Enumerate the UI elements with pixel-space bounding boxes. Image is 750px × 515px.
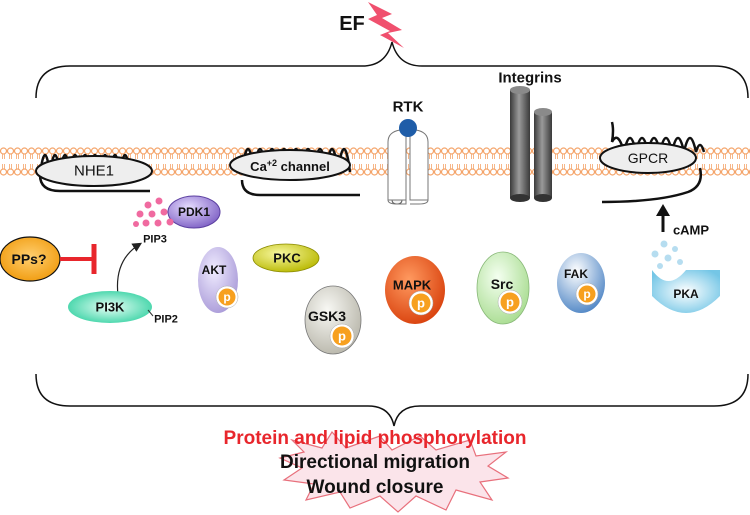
pip3-label: PIP3 bbox=[143, 233, 167, 246]
integrins bbox=[510, 86, 552, 202]
akt-phospho-label: p bbox=[223, 290, 231, 304]
starburst-shape bbox=[278, 430, 510, 513]
camp-label: cAMP bbox=[672, 222, 710, 238]
camp-arrow-head bbox=[656, 204, 670, 216]
mapk-phospho-fill bbox=[411, 293, 431, 313]
outcome-line2: Directional migration bbox=[279, 452, 471, 473]
ca-channel-label: Ca+2 channel bbox=[250, 157, 330, 175]
fak-node bbox=[557, 253, 605, 313]
bottom-brace bbox=[35, 373, 749, 427]
ligand-circle bbox=[399, 119, 417, 137]
ef-label: EF bbox=[339, 13, 365, 35]
fak-phospho-label: p bbox=[583, 287, 591, 301]
akt-label: AKT bbox=[201, 263, 227, 277]
gsk3-phospho-label: p bbox=[338, 328, 346, 344]
outcome-line3: Wound closure bbox=[306, 477, 444, 498]
pdk1-label: PDK1 bbox=[177, 205, 211, 219]
pkc-label: PKC bbox=[273, 250, 301, 266]
camp-dots bbox=[651, 240, 683, 269]
calcium-channel bbox=[229, 148, 360, 197]
lightning-bolt-icon bbox=[368, 2, 404, 48]
nhe1-label: NHE1 bbox=[73, 162, 115, 180]
ca-superscript: +2 bbox=[266, 157, 278, 168]
pkc-node bbox=[252, 243, 320, 273]
nhe1-transporter bbox=[35, 153, 153, 193]
rtk-label: RTK bbox=[392, 98, 424, 116]
akt-phospho-fill bbox=[218, 288, 236, 306]
gpcr-label: GPCR bbox=[627, 150, 669, 166]
pi3k-node bbox=[68, 291, 152, 323]
pdk1-node bbox=[167, 195, 221, 229]
pka-label: PKA bbox=[673, 287, 699, 301]
pi3k-to-pip3-arrow bbox=[116, 242, 143, 296]
gpcr-receptor bbox=[599, 121, 706, 204]
outcome-headline: Protein and lipid phosphorylation bbox=[223, 428, 527, 449]
pip3-dots bbox=[133, 197, 174, 227]
top-brace bbox=[35, 41, 749, 99]
gsk3-label: GSK3 bbox=[307, 308, 347, 324]
fak-phospho-fill bbox=[578, 285, 596, 303]
src-phospho-label: p bbox=[506, 294, 514, 310]
mapk-label: MAPK bbox=[392, 277, 432, 293]
ca-text: Ca bbox=[250, 159, 267, 175]
pip2-label: PIP2 bbox=[154, 313, 178, 326]
pi3k-label: PI3K bbox=[95, 299, 125, 315]
ca-suffix: channel bbox=[277, 159, 330, 175]
pka-node bbox=[652, 270, 720, 313]
pps-label: PPs? bbox=[11, 251, 47, 267]
mapk-phospho-label: p bbox=[417, 295, 425, 311]
rtk-receptor bbox=[387, 119, 429, 205]
integrins-label: Integrins bbox=[498, 69, 562, 87]
pi3k-pip2-line bbox=[147, 309, 154, 317]
src-label: Src bbox=[490, 276, 514, 292]
gsk3-phospho-fill bbox=[332, 326, 352, 346]
fak-label: FAK bbox=[564, 267, 588, 281]
src-phospho-fill bbox=[500, 292, 520, 312]
